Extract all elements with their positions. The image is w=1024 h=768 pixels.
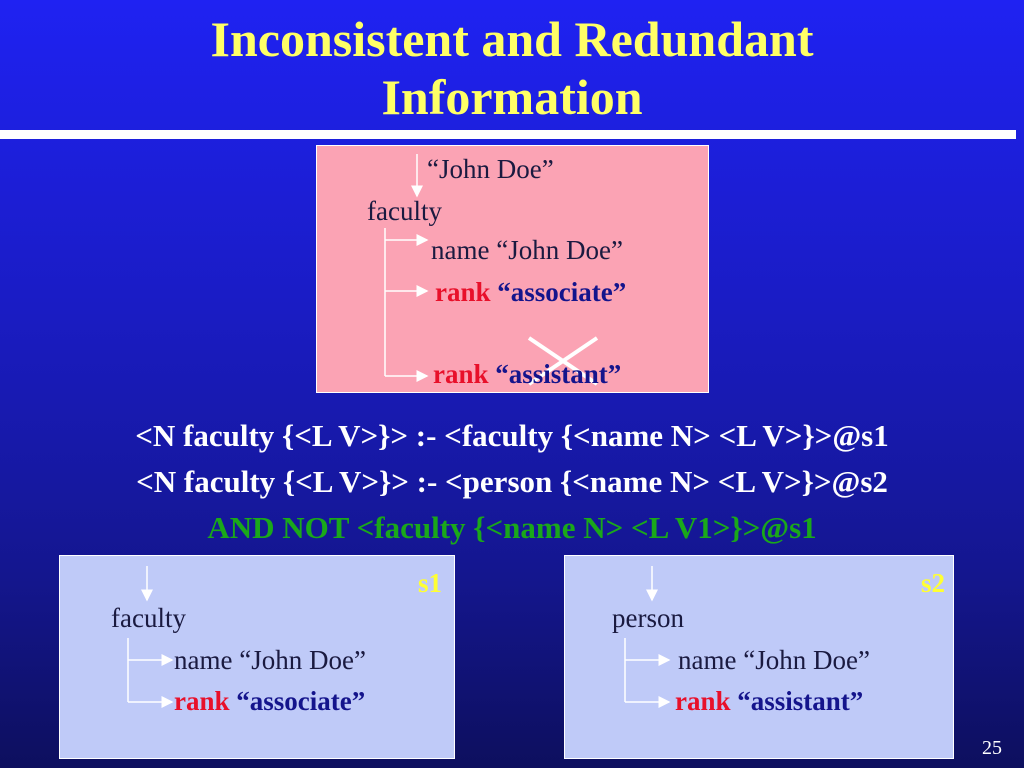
title-line-1: Inconsistent and Redundant <box>210 11 814 67</box>
name-edge: name “John Doe” <box>431 235 623 265</box>
rule-line-3: AND NOT <faculty {<name N> <L V1>}>@s1 <box>207 510 817 545</box>
source-s1-box: s1 faculty name “John Doe” rank “associa… <box>59 555 455 759</box>
root-value: “John Doe” <box>427 154 554 184</box>
source-label: s1 <box>418 568 443 598</box>
rank-value: “assistant” <box>737 686 864 716</box>
node-faculty: faculty <box>367 196 442 226</box>
title-line-2: Information <box>381 69 643 125</box>
rank-edge: rank “associate” <box>174 686 365 716</box>
slide-title: Inconsistent and Redundant Information <box>0 10 1024 126</box>
rank-value: “associate” <box>236 686 366 716</box>
rule-line-2: <N faculty {<L V>}> :- <person {<name N>… <box>136 464 888 499</box>
rank-label: rank <box>675 686 731 716</box>
rank-edge: rank “assistant” <box>675 686 863 716</box>
source-label: s2 <box>921 568 946 598</box>
page-number: 25 <box>982 737 1002 759</box>
name-edge: name “John Doe” <box>174 645 366 675</box>
source-s2-box: s2 person name “John Doe” rank “assistan… <box>564 555 954 759</box>
rank-label: rank <box>174 686 230 716</box>
merged-object-box: “John Doe” faculty name “John Doe” rank … <box>316 145 709 393</box>
rank-label: rank <box>435 277 491 307</box>
rank-label: rank <box>433 359 489 389</box>
name-edge: name “John Doe” <box>678 645 870 675</box>
rank-value: “associate” <box>497 277 627 307</box>
rank-value: “assistant” <box>495 359 622 389</box>
title-divider <box>0 130 1016 139</box>
node-person: person <box>612 603 684 633</box>
rule-line-1: <N faculty {<L V>}> :- <faculty {<name N… <box>135 418 889 453</box>
rank-associate-edge: rank “associate” <box>435 277 626 307</box>
node-faculty: faculty <box>111 603 186 633</box>
rank-assistant-edge-crossed: rank “assistant” <box>433 359 621 389</box>
